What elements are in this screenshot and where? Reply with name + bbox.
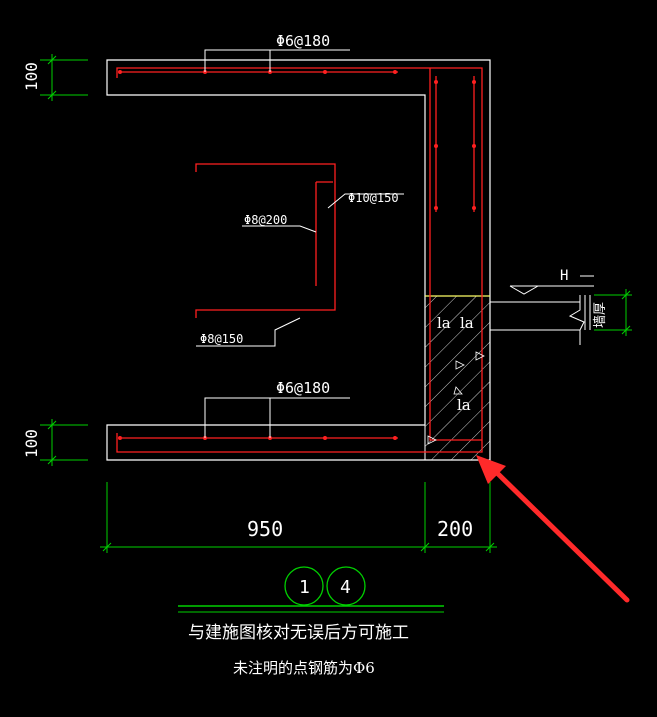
h-mark: H [560, 268, 568, 284]
red-arrow [476, 455, 630, 603]
detail-circle-2 [326, 566, 366, 606]
label-la-low: la [457, 396, 471, 414]
bottom-dimensions [100, 482, 497, 553]
rebar-lines [116, 67, 483, 453]
hatch-markers [427, 351, 485, 445]
label-la-left: la [437, 314, 451, 332]
wall-label: 墙厚 [593, 302, 608, 328]
label-rebar-top: Φ6@180 [276, 32, 330, 50]
dim-200: 200 [437, 517, 473, 541]
label-rebar-bottom: Φ6@180 [276, 379, 330, 397]
label-rebar-vertical: Φ10@150 [348, 191, 399, 205]
detail-number-1: 1 [299, 577, 310, 598]
note-line-1: 与建施图核对无误后方可施工 [188, 623, 409, 643]
label-rebar-mid: Φ8@200 [244, 213, 287, 227]
hatched-column [424, 295, 491, 461]
label-rebar-low: Φ8@150 [200, 332, 243, 346]
detail-circle-1 [284, 566, 324, 606]
detail-number-2: 4 [340, 577, 351, 598]
dim-top-100: 100 [22, 62, 41, 91]
dim-950: 950 [247, 517, 283, 541]
label-la-right: la [460, 314, 474, 332]
left-dimensions [40, 54, 88, 466]
beam-lines [490, 275, 594, 345]
leader-lines [196, 49, 404, 438]
concrete-outline [106, 59, 491, 461]
note-line-2: 未注明的点钢筋为Φ6 [233, 659, 375, 677]
right-dimension [594, 289, 632, 336]
dim-bottom-100: 100 [22, 429, 41, 458]
